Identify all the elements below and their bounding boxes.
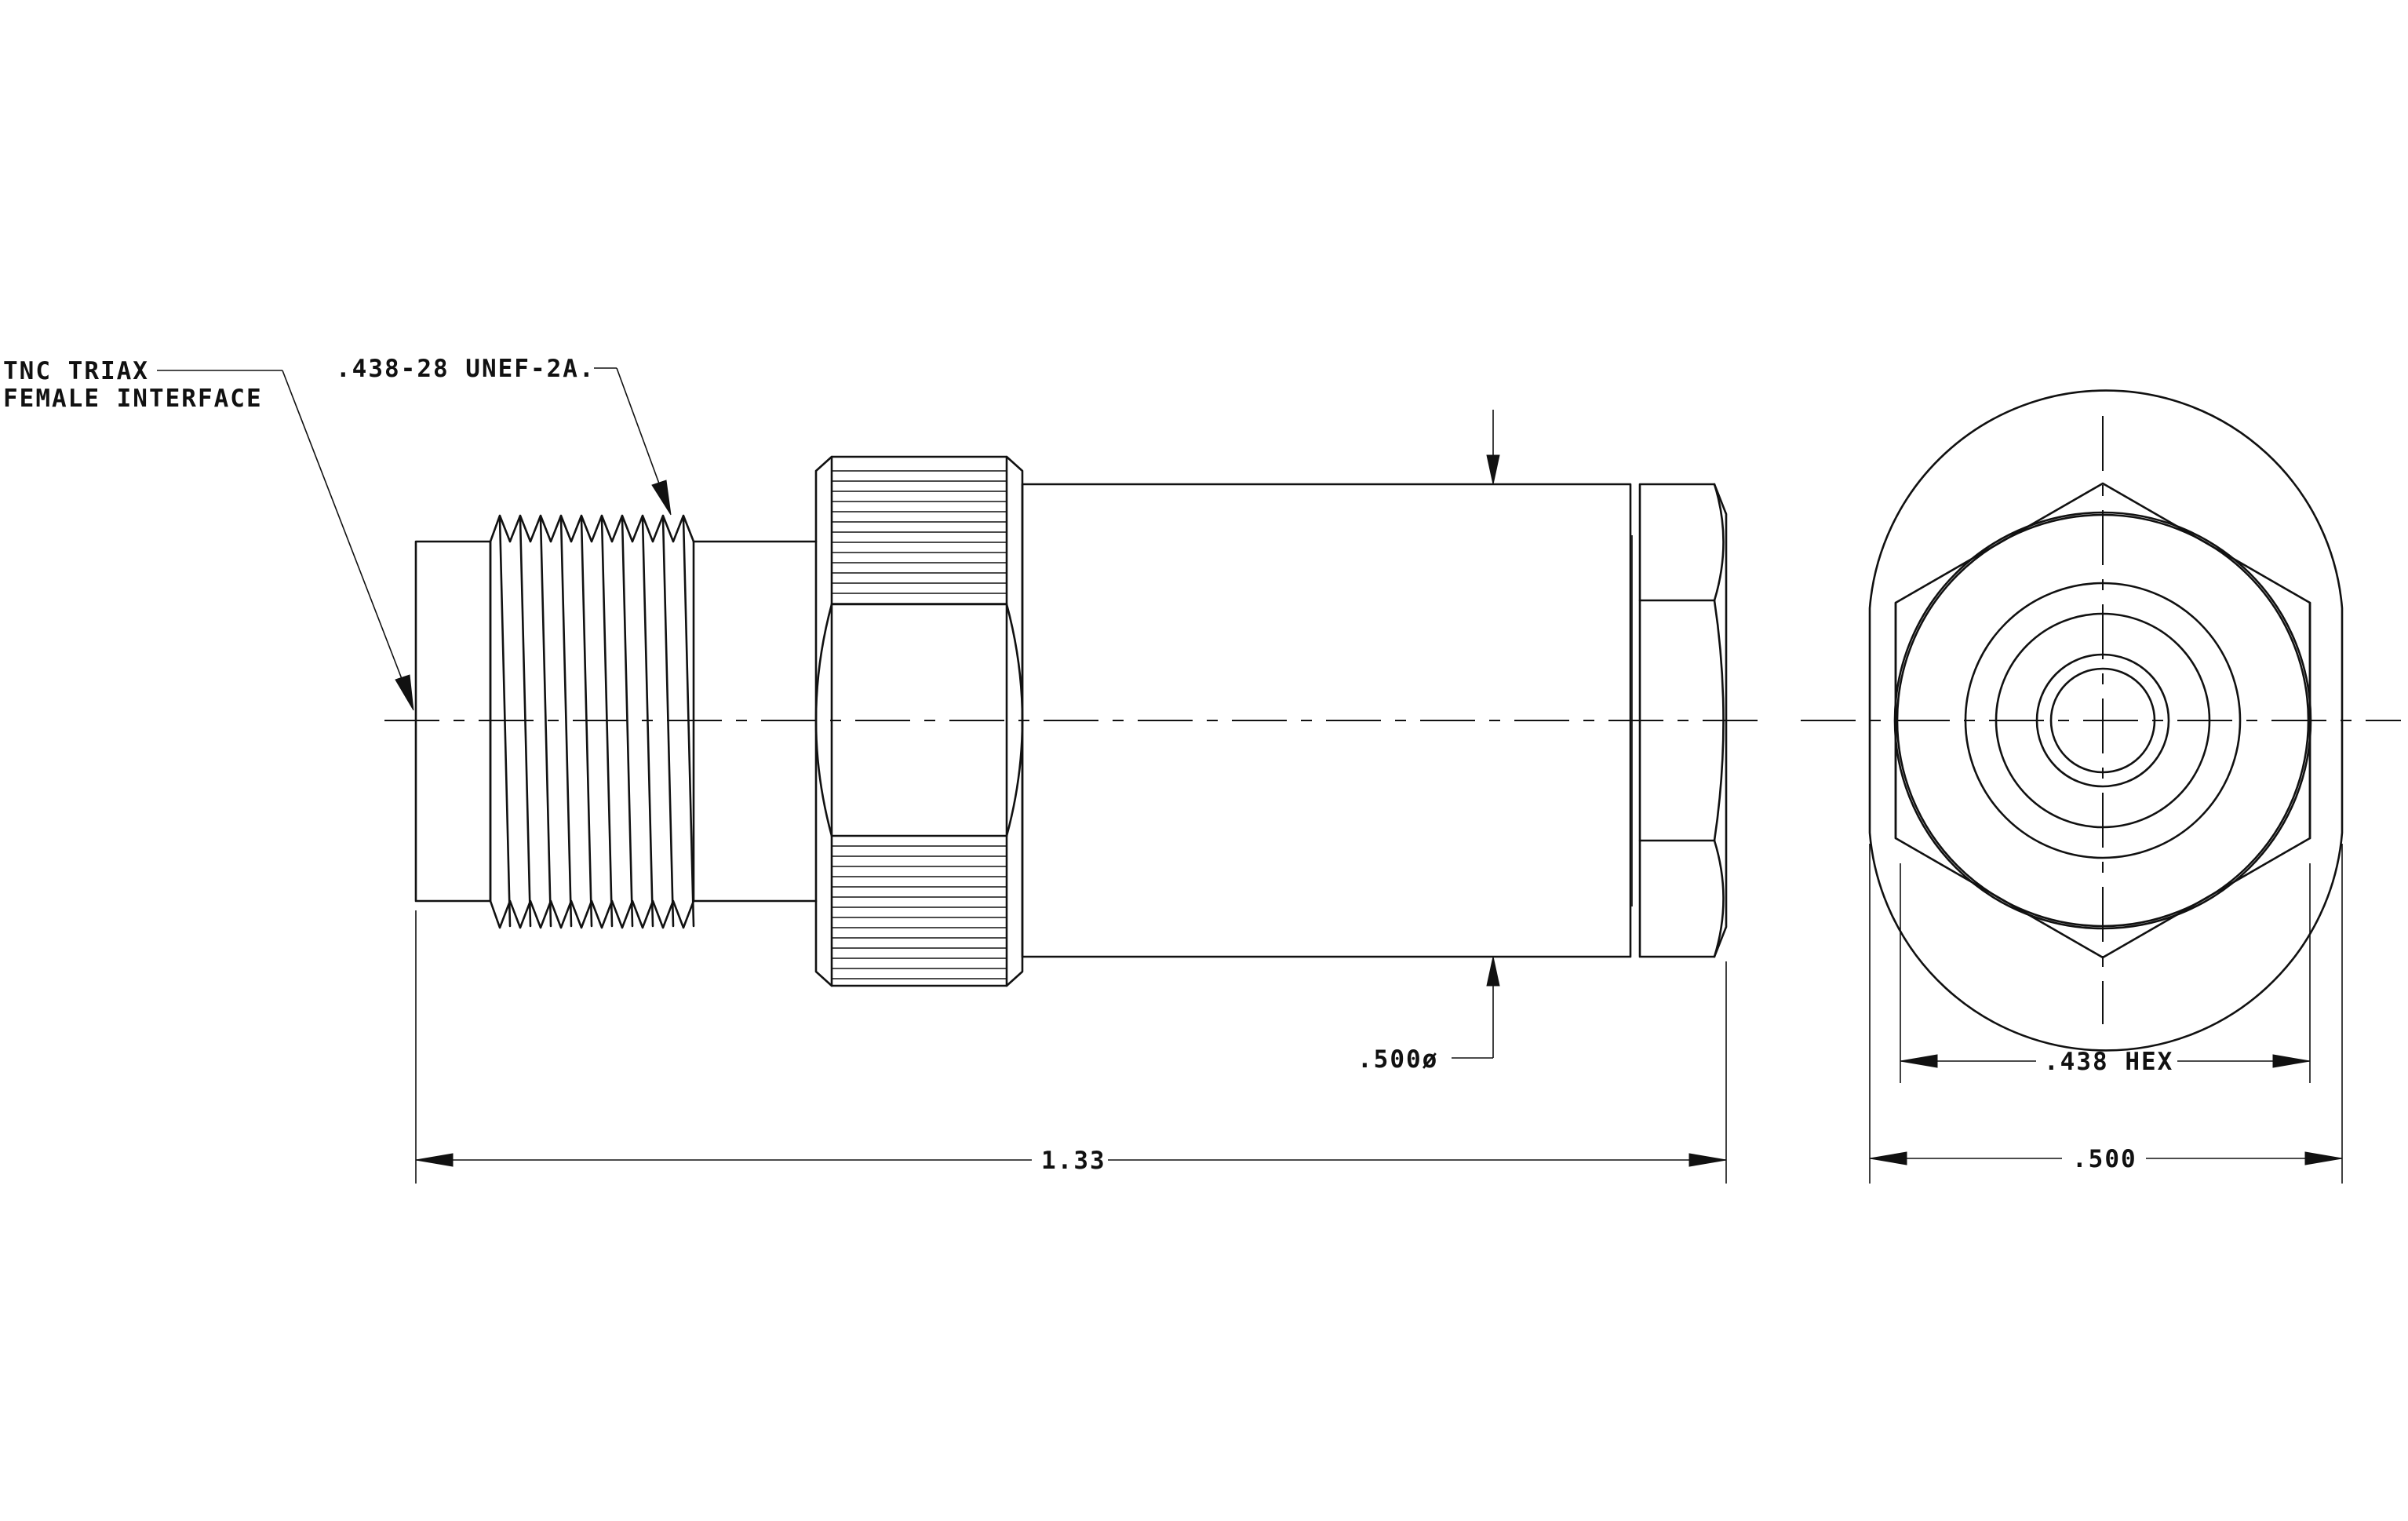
rear-hex-curve-bottom (1713, 839, 1725, 958)
rear-hex (1638, 483, 1728, 958)
thread-helix-line (580, 516, 593, 928)
thread-helix-line (682, 516, 695, 928)
thread-helix-line (539, 516, 552, 928)
hex-dimension: .438 HEX (1900, 863, 2311, 1083)
length-arrow-right (1689, 1153, 1727, 1167)
thread-helix-line (641, 516, 654, 928)
interface-label-line1: TNC TRIAX (3, 357, 149, 385)
end-view-ring-body (1964, 582, 2242, 859)
thread-spec-label: .438-28 UNEF-2A. (336, 355, 596, 383)
main-body (1021, 483, 1632, 958)
end-diameter-label: .500 (2072, 1145, 2137, 1173)
end-dia-arrow-right (2304, 1151, 2343, 1165)
end-view-ring-dielectric (1995, 612, 2211, 829)
end-dia-arrow-left (1869, 1151, 1907, 1165)
rear-hex-curve-top (1713, 483, 1725, 602)
thread-leader-arrow (651, 480, 672, 516)
thread-callout: .438-28 UNEF-2A. (336, 355, 672, 516)
hex-size-label: .438 HEX (2044, 1048, 2173, 1076)
overall-length-dimension: 1.33 (415, 910, 1727, 1184)
dia-arrow-bottom (1486, 956, 1500, 987)
thread-helix-line (600, 516, 614, 928)
thread-helix-lines (498, 516, 695, 928)
thread-helix-line (498, 516, 512, 928)
end-view-ring-center-outer (2035, 653, 2170, 788)
hex-arrow-left (1900, 1054, 1938, 1068)
dia-arrow-top (1486, 454, 1500, 485)
coupling-nut (814, 455, 1024, 987)
thread-helix-line (519, 516, 532, 928)
interface-label-line2: FEMALE INTERFACE (3, 385, 263, 413)
length-arrow-left (415, 1153, 454, 1167)
interface-leader-arrow (395, 674, 414, 711)
thread-helix-line (559, 516, 573, 928)
overall-length-label: 1.33 (1041, 1147, 1106, 1175)
end-view-outer-profile (1868, 389, 2344, 1052)
knurl-lower-band (832, 845, 1007, 979)
body-diameter-label: .500ø (1357, 1045, 1438, 1074)
end-diameter-dimension: .500 (1869, 844, 2343, 1184)
interface-leader-line (282, 370, 404, 684)
thread-top-profile (489, 514, 695, 543)
coupling-nut-outline (814, 455, 1024, 987)
end-view-ring-hex-inner (1896, 513, 2310, 928)
interface-callout: TNC TRIAX FEMALE INTERFACE (3, 357, 414, 711)
thread-section (489, 514, 695, 929)
coupling-nut-left-bulge (814, 603, 833, 837)
thread-helix-line (661, 516, 675, 928)
end-view-ring-center-inner (2049, 667, 2156, 774)
side-view: .500ø 1.33 TNC TRIAX FEMALE INTERFACE .4… (3, 355, 1758, 1184)
knurl-upper-band (832, 470, 1007, 604)
hex-arrow-right (2272, 1054, 2311, 1068)
thread-helix-line (621, 516, 634, 928)
rear-hex-curve-mid (1713, 599, 1725, 842)
thread-leader-line (616, 367, 660, 484)
body-diameter-dimension: .500ø (1357, 410, 1500, 1074)
end-view: .438 HEX .500 (1801, 389, 2401, 1184)
